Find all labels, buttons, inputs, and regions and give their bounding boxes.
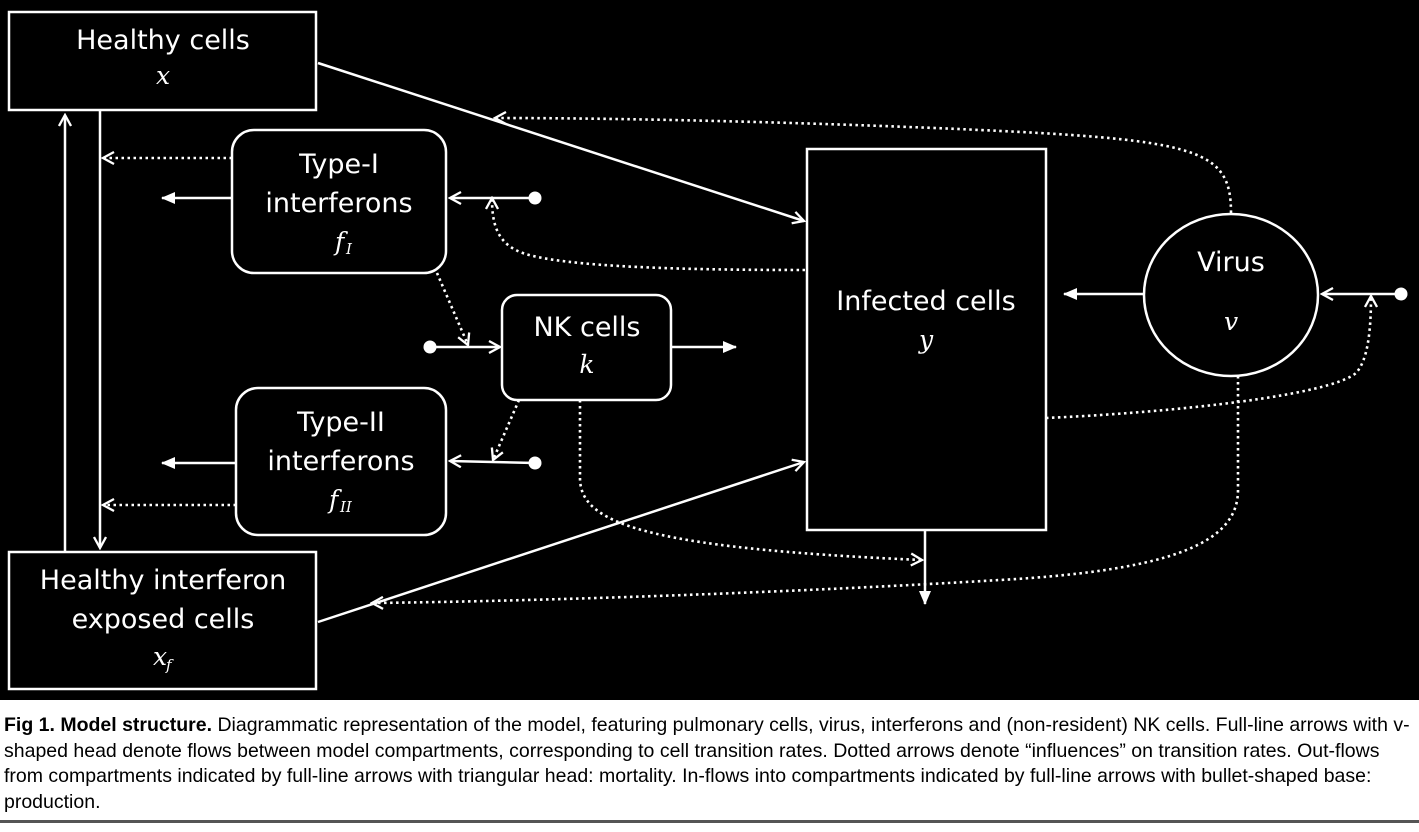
exposed-cells-label-line1: Healthy interferon xyxy=(40,565,286,596)
exposed-cells-symbol-subscript: f xyxy=(165,656,174,674)
virus-node: Virus v xyxy=(1142,212,1320,378)
type-i-label-line1: Type-I xyxy=(298,149,379,180)
influence-infected-on-virus-production xyxy=(1045,296,1371,420)
influence-virus-on-exposed-infection xyxy=(372,376,1240,603)
nk-cells-symbol: k xyxy=(579,350,594,379)
exposed-cells-label-line2: exposed cells xyxy=(72,604,255,635)
healthy-cells-label: Healthy cells xyxy=(76,25,250,56)
production-type-i xyxy=(450,192,542,205)
infected-cells-symbol: y xyxy=(918,325,934,354)
type-ii-label-line1: Type-II xyxy=(296,407,385,438)
exposed-cells-node: Healthy interferon exposed cells x f xyxy=(7,550,318,691)
figure-caption: Fig 1. Model structure. Diagrammatic rep… xyxy=(4,713,1415,815)
virus-label: Virus xyxy=(1197,247,1265,278)
type-i-label-line2: interferons xyxy=(265,188,412,219)
type-ii-symbol-subscript: II xyxy=(339,498,353,516)
nk-cells-label: NK cells xyxy=(533,312,640,343)
influence-type-i-on-nk-production xyxy=(435,272,468,345)
flow-healthy-to-infected xyxy=(317,61,804,221)
infected-cells-node: Infected cells y xyxy=(805,147,1048,532)
type-i-symbol-subscript: I xyxy=(345,240,353,258)
influence-virus-on-infection xyxy=(495,118,1233,214)
type-ii-symbol: f xyxy=(327,485,342,514)
type-ii-interferons-node: Type-II interferons f II xyxy=(234,386,448,537)
healthy-cells-symbol: x xyxy=(156,61,170,90)
influence-nk-on-type-ii-production xyxy=(493,399,521,460)
production-virus xyxy=(1322,288,1408,301)
influence-infected-on-type-i-production xyxy=(492,198,806,272)
flow-exposed-to-infected xyxy=(317,462,804,624)
type-i-symbol: f xyxy=(333,227,348,256)
production-type-ii xyxy=(450,457,542,470)
nk-cells-node: NK cells k xyxy=(500,293,673,402)
production-nk xyxy=(423,341,501,354)
caption-label: Fig 1. Model structure. xyxy=(4,714,213,736)
infected-cells-label: Infected cells xyxy=(836,286,1015,317)
virus-symbol: v xyxy=(1224,307,1238,336)
type-ii-label-line2: interferons xyxy=(267,446,414,477)
type-i-interferons-node: Type-I interferons f I xyxy=(230,128,448,275)
caption-text: Diagrammatic representation of the model… xyxy=(4,714,1410,813)
model-diagram: Healthy cells x Type-I interferons f I N… xyxy=(7,10,1408,691)
healthy-cells-node: Healthy cells x xyxy=(7,10,318,112)
caption-divider xyxy=(0,820,1419,823)
exposed-cells-symbol: x xyxy=(153,642,167,671)
